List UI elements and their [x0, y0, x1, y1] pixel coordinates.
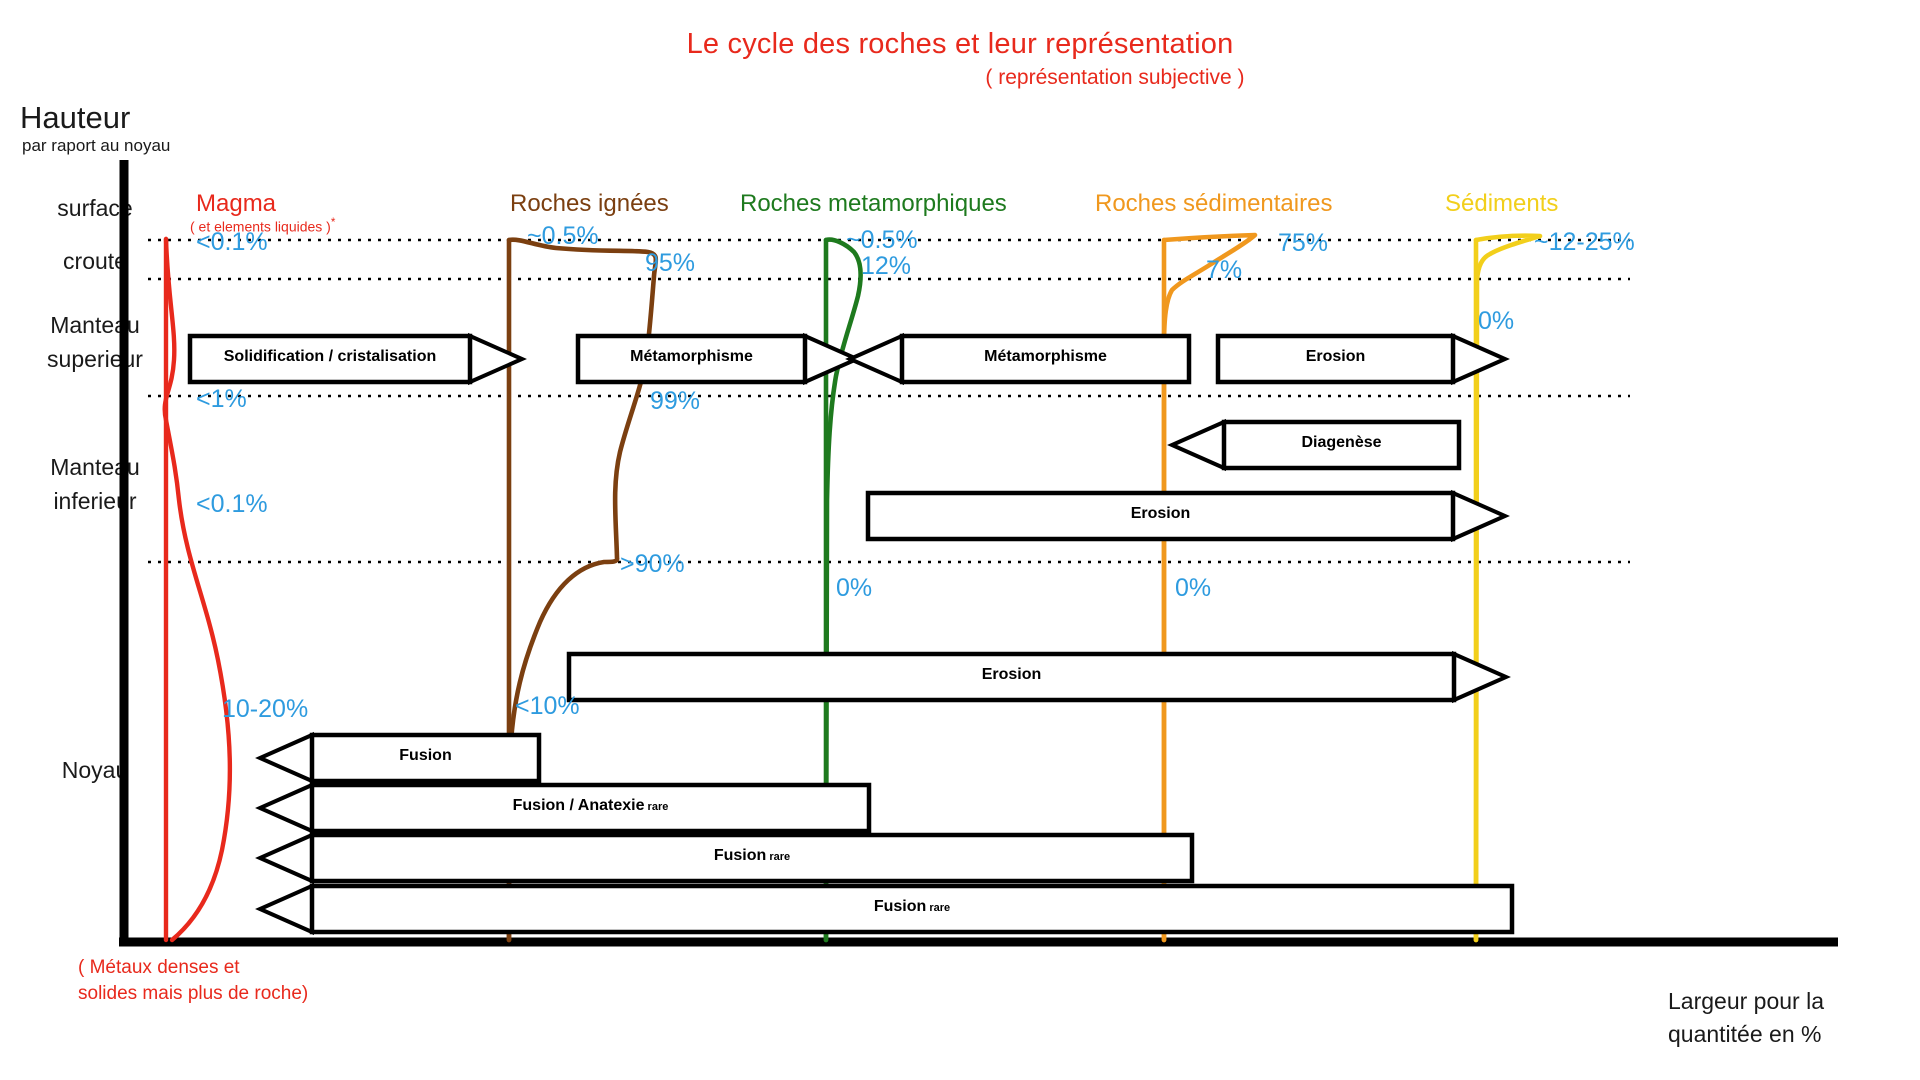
column-header-magma-sublabel: ( et elements liquides )* — [190, 216, 335, 235]
process-box-diagenese — [1167, 418, 1462, 472]
process-box-erosion-large — [865, 489, 1510, 543]
y-axis-subtitle: par raport au noyau — [22, 136, 171, 155]
process-box-label-fusion-3: Fusion rare — [873, 898, 951, 915]
process-box-label-erosion-deep: Erosion — [981, 666, 1042, 683]
arrow-head-icon — [1451, 489, 1510, 543]
percent-sed-noyau: 0% — [1175, 574, 1212, 602]
percent-magma-surface: <0.1% — [196, 228, 268, 256]
process-box-rare-fusion-2: rare — [766, 851, 791, 863]
arrow-head-icon — [255, 731, 314, 785]
magma-footnote-line1: ( Métaux denses et — [78, 957, 240, 978]
percent-magma-noyau: 10-20% — [222, 695, 309, 723]
arrow-head-icon — [468, 332, 527, 386]
process-box-label-metamorphisme-meta: Métamorphisme — [984, 348, 1107, 365]
process-box-rare-fusion-3: rare — [926, 902, 951, 914]
arrow-body — [899, 333, 1192, 385]
arrow-head-icon — [255, 882, 314, 936]
page-subtitle: ( représentation subjective ) — [985, 66, 1245, 89]
process-arrow-group — [187, 332, 1515, 936]
magma-footnote: ( Métaux denses et solides mais plus de … — [78, 955, 308, 1007]
arrow-body — [309, 782, 872, 834]
process-box-fusion-2 — [255, 831, 1195, 885]
arrow-body — [187, 333, 473, 385]
percent-ignees-noyau: <10% — [515, 692, 580, 720]
process-box-label-solidification-cristalisation: Solidification / cristalisation — [223, 348, 437, 365]
curve-magma — [162, 236, 233, 943]
process-box-erosion-sedimentaires-top — [1215, 332, 1510, 386]
percent-magma-manteau-inf: <0.1% — [196, 490, 268, 518]
percent-ignees-manteau-sup: 99% — [650, 387, 701, 415]
arrow-head-icon — [845, 332, 904, 386]
arrow-head-icon — [1167, 418, 1226, 472]
process-box-label-erosion-sedimentaires-top: Erosion — [1305, 348, 1366, 365]
magma-sublabel-text: ( et elements liquides ) — [190, 218, 331, 235]
arrow-head-icon — [255, 781, 314, 835]
percent-meta-surface: ~0.5% — [846, 226, 918, 254]
arrow-body — [309, 732, 542, 784]
arrow-head-icon — [255, 831, 314, 885]
y-axis-title: Hauteur — [20, 100, 131, 135]
process-box-label-fusion-1: Fusion — [399, 747, 452, 764]
percent-sed-surface: 75% — [1278, 229, 1329, 257]
process-box-label-erosion-large: Erosion — [1130, 505, 1191, 522]
x-axis-caption: Largeur pour la quantitée en % — [1668, 985, 1898, 1051]
magma-star: * — [330, 216, 336, 229]
column-header-magma: Magma — [196, 190, 277, 217]
arrow-body — [1215, 333, 1456, 385]
column-header-sediments: Sédiments — [1445, 190, 1559, 217]
percent-meta-noyau: 0% — [836, 574, 873, 602]
level-gridlines — [148, 238, 1630, 564]
column-header-roches-metamorphiques: Roches metamorphiques — [740, 190, 1007, 217]
percent-sediments-croute: 0% — [1478, 307, 1515, 335]
arrow-body — [566, 651, 1457, 703]
percent-ignees-croute: 95% — [645, 249, 696, 277]
arrow-body — [309, 883, 1515, 935]
percent-meta-croute: 12% — [861, 252, 912, 280]
percent-magma-manteau-sup: <1% — [196, 385, 247, 413]
percent-sed-croute: 7% — [1206, 256, 1243, 284]
arrow-body — [309, 832, 1195, 884]
process-box-label-fusion-anatexie: Fusion / Anatexie rare — [512, 797, 669, 814]
percent-ignees-surface: ~0.5% — [527, 222, 599, 250]
x-axis-caption-line1: Largeur pour la — [1668, 988, 1824, 1014]
curve-sediments — [1473, 233, 1543, 943]
arrow-body — [865, 490, 1456, 542]
process-box-fusion-3 — [255, 882, 1515, 936]
column-header-roches-ignees: Roches ignées — [510, 190, 669, 217]
arrow-body — [1221, 419, 1462, 471]
percent-ignees-manteau-inf: >90% — [620, 550, 685, 578]
y-level-noyau: Noyau — [61, 757, 129, 783]
process-box-label-fusion-2: Fusion rare — [713, 847, 791, 864]
process-box-erosion-deep — [566, 650, 1511, 704]
column-header-roches-sedimentaires: Roches sédimentaires — [1095, 190, 1333, 217]
process-box-label-diagenese: Diagenèse — [1301, 434, 1382, 451]
arrow-body — [575, 333, 808, 385]
process-box-solidification-cristalisation — [187, 332, 527, 386]
process-box-metamorphisme-ignees — [575, 332, 862, 386]
percent-sediments-surface: ~12-25% — [1534, 228, 1635, 256]
page-title: Le cycle des roches et leur représentati… — [686, 28, 1234, 60]
x-axis-caption-line2: quantitée en % — [1668, 1021, 1822, 1047]
process-box-label-metamorphisme-ignees: Métamorphisme — [630, 348, 753, 365]
y-level-croute: croute — [63, 248, 127, 274]
arrow-head-icon — [1452, 650, 1511, 704]
process-box-rare-fusion-anatexie: rare — [644, 801, 669, 813]
magma-footnote-line2: solides mais plus de roche) — [78, 983, 309, 1004]
process-box-fusion-anatexie — [255, 781, 872, 835]
process-box-metamorphisme-meta — [845, 332, 1192, 386]
process-box-fusion-1 — [255, 731, 542, 785]
